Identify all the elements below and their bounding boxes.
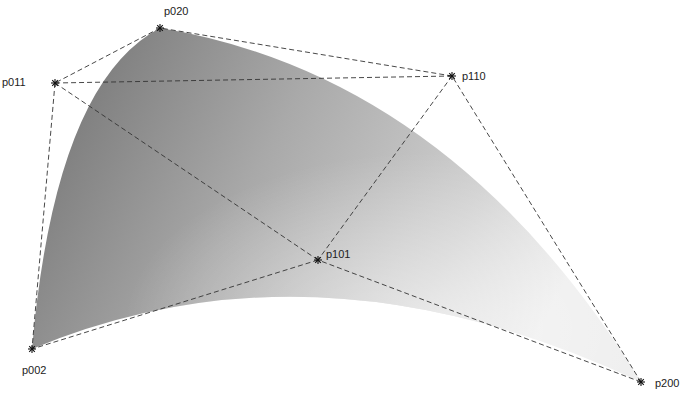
control-point-label: p020 bbox=[164, 6, 188, 17]
control-point-marker bbox=[637, 378, 645, 386]
control-point-label: p200 bbox=[655, 378, 679, 389]
control-point-label: p101 bbox=[326, 249, 350, 260]
control-point-label: p002 bbox=[22, 365, 46, 376]
control-point-marker bbox=[448, 72, 456, 80]
control-point-marker bbox=[314, 256, 322, 264]
control-point-marker bbox=[28, 345, 36, 353]
control-point-marker bbox=[51, 79, 59, 87]
control-point-label: p011 bbox=[2, 77, 26, 88]
control-point-label: p110 bbox=[462, 71, 486, 82]
control-point-marker bbox=[156, 24, 164, 32]
